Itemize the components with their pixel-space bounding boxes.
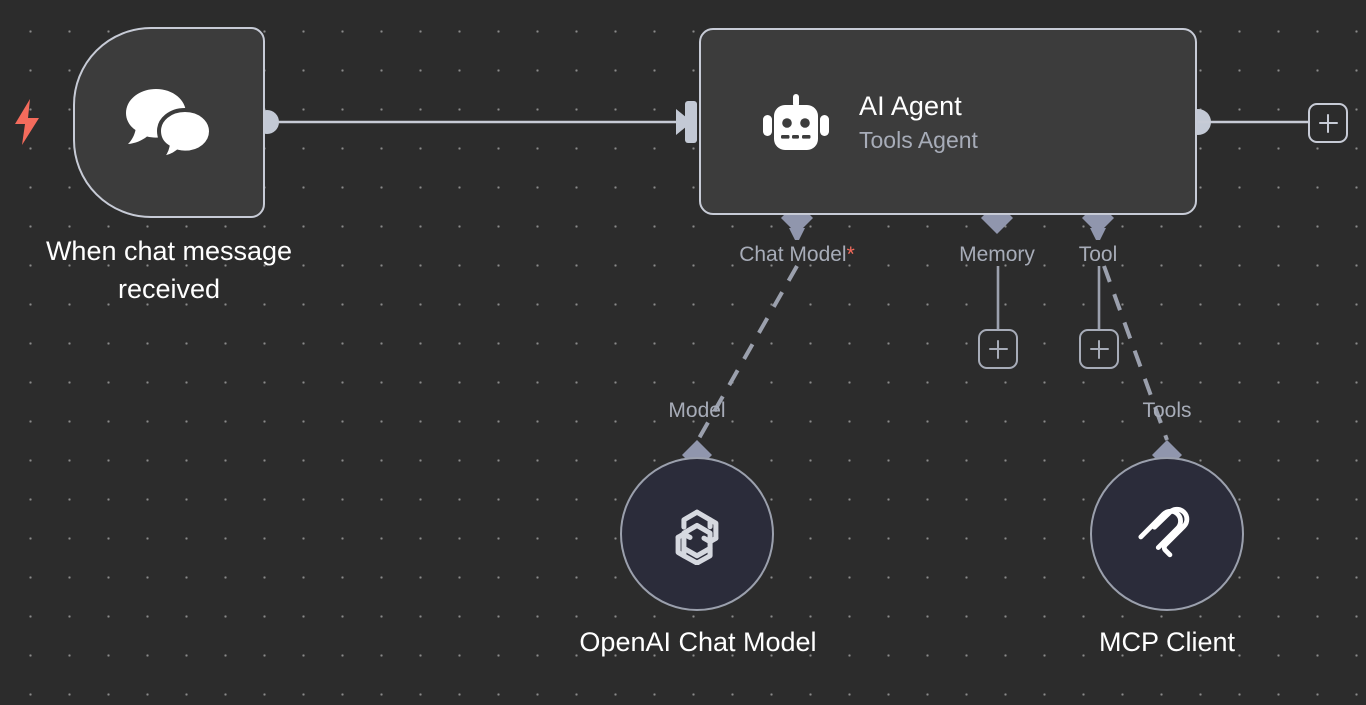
lightning-bolt-icon <box>15 99 39 145</box>
port-nub-tool <box>1090 228 1106 240</box>
port-label-model: Model <box>668 399 726 422</box>
node-ai-agent[interactable]: AI Agent Tools Agent <box>699 28 1197 215</box>
openai-logo-icon <box>675 509 719 565</box>
agent-input-port[interactable] <box>685 101 697 143</box>
node-when-chat-message-received[interactable] <box>73 27 265 218</box>
robot-icon <box>763 93 829 150</box>
port-label-chat-model: Chat Model* <box>739 242 855 268</box>
chat-bubbles-icon <box>126 88 214 160</box>
mcp-logo-icon <box>1138 506 1190 558</box>
add-tool-button[interactable] <box>1079 329 1119 369</box>
port-label-tool: Tool <box>1078 243 1118 266</box>
node-caption-trigger: When chat message received <box>45 236 293 304</box>
plus-icon-vertical <box>1097 339 1101 359</box>
required-marker-icon: * <box>846 243 855 266</box>
agent-title: AI Agent <box>859 90 962 121</box>
port-label-tools: Tools <box>1142 399 1192 422</box>
add-memory-button[interactable] <box>978 329 1018 369</box>
node-caption-openai-chat-model: OpenAI Chat Model <box>579 627 817 657</box>
node-caption-mcp-client: MCP Client <box>1098 627 1236 657</box>
add-next-node-button[interactable] <box>1308 103 1348 143</box>
plus-icon-vertical <box>1326 113 1330 133</box>
agent-input-arrow-icon <box>676 109 692 135</box>
port-label-chat-model-text: Chat Model <box>739 243 847 266</box>
agent-subtitle: Tools Agent <box>859 126 978 153</box>
port-label-memory: Memory <box>959 243 1035 266</box>
node-openai-chat-model[interactable] <box>620 457 774 611</box>
node-mcp-client[interactable] <box>1090 457 1244 611</box>
plus-icon-vertical <box>996 339 1000 359</box>
port-nub-chat-model <box>789 228 805 240</box>
agent-text-block: AI Agent Tools Agent <box>859 89 978 155</box>
